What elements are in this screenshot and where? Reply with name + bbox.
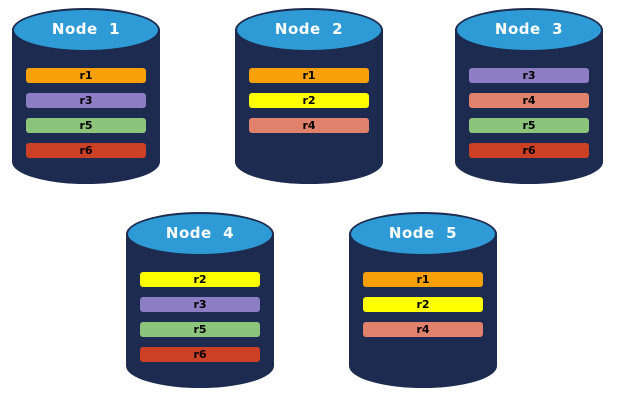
replica-bar[interactable]: r4: [249, 118, 369, 133]
replica-bar[interactable]: r2: [249, 93, 369, 108]
replica-bar[interactable]: r3: [469, 68, 589, 83]
database-node-2[interactable]: Node 2 r1 r2 r4: [235, 8, 383, 193]
replica-bar[interactable]: r6: [26, 143, 146, 158]
replica-list: r3 r4 r5 r6: [469, 68, 589, 158]
database-node-4[interactable]: Node 4 r2 r3 r5 r6: [126, 212, 274, 397]
cylinder-top-icon: [349, 212, 497, 256]
node-label: Node 4: [165, 224, 235, 242]
replica-list: r1 r2 r4: [249, 68, 369, 133]
replica-list: r1 r2 r4: [363, 272, 483, 337]
node-label: Node 2: [274, 20, 344, 38]
cylinder-top-icon: [126, 212, 274, 256]
cylinder-top-icon: [12, 8, 160, 52]
replica-bar[interactable]: r5: [140, 322, 260, 337]
replica-bar[interactable]: r4: [363, 322, 483, 337]
replica-bar[interactable]: r3: [140, 297, 260, 312]
database-node-5[interactable]: Node 5 r1 r2 r4: [349, 212, 497, 397]
node-label: Node 5: [388, 224, 458, 242]
replica-bar[interactable]: r2: [363, 297, 483, 312]
replica-bar[interactable]: r3: [26, 93, 146, 108]
replica-bar[interactable]: r2: [140, 272, 260, 287]
replica-bar[interactable]: r5: [469, 118, 589, 133]
node-label: Node 3: [494, 20, 564, 38]
replica-list: r1 r3 r5 r6: [26, 68, 146, 158]
replica-list: r2 r3 r5 r6: [140, 272, 260, 362]
database-node-3[interactable]: Node 3 r3 r4 r5 r6: [455, 8, 603, 193]
replica-bar[interactable]: r5: [26, 118, 146, 133]
replica-bar[interactable]: r4: [469, 93, 589, 108]
replica-bar[interactable]: r1: [249, 68, 369, 83]
replica-bar[interactable]: r6: [140, 347, 260, 362]
cylinder-top-icon: [235, 8, 383, 52]
database-node-1[interactable]: Node 1 r1 r3 r5 r6: [12, 8, 160, 193]
replica-bar[interactable]: r6: [469, 143, 589, 158]
node-label: Node 1: [51, 20, 121, 38]
replica-bar[interactable]: r1: [363, 272, 483, 287]
replica-bar[interactable]: r1: [26, 68, 146, 83]
cylinder-top-icon: [455, 8, 603, 52]
